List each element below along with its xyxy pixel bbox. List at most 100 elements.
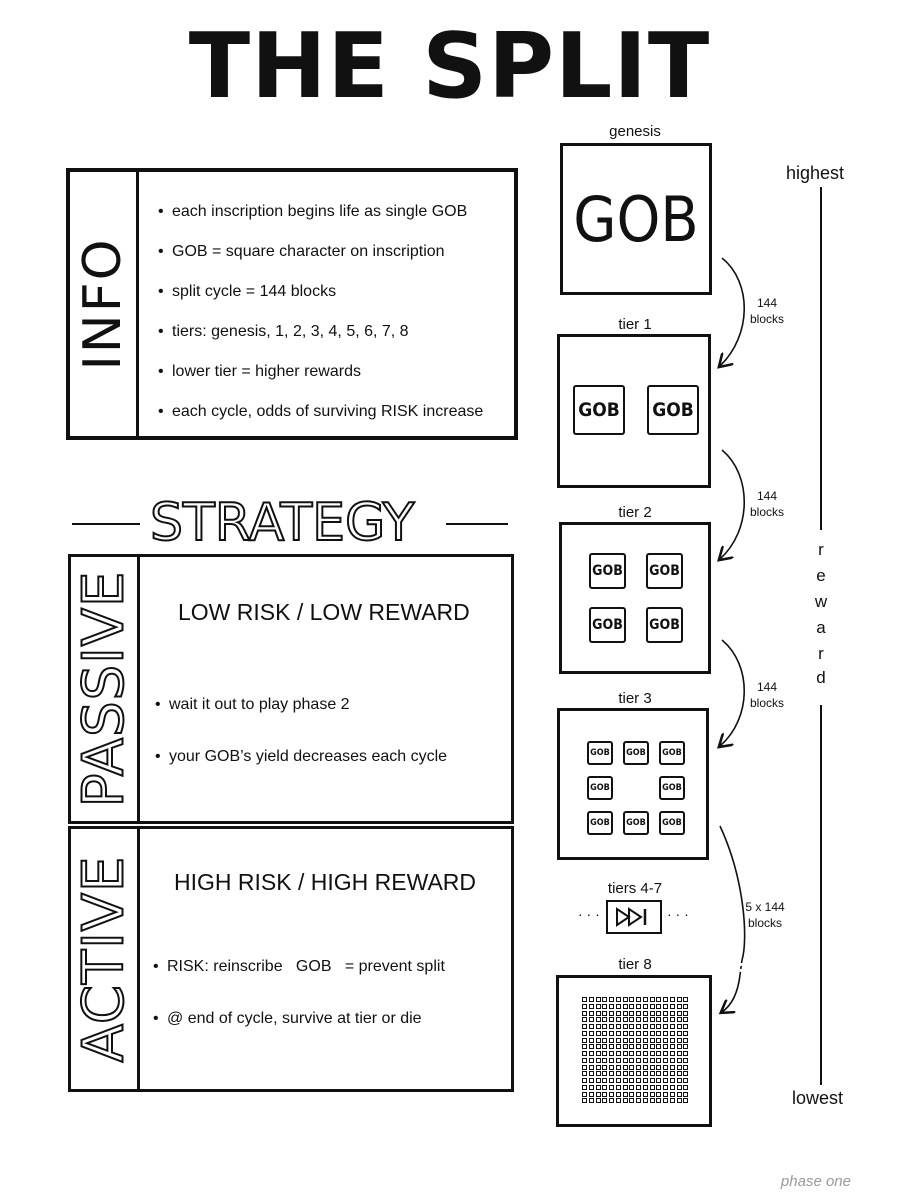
gob-mini-icon xyxy=(622,1071,628,1077)
gob-mini-icon xyxy=(683,1037,689,1043)
gob-mini-icon xyxy=(663,1024,669,1030)
gob-mini-icon xyxy=(663,1078,669,1084)
gob-mini-icon xyxy=(642,1064,648,1070)
gob-mini-icon xyxy=(609,1010,615,1016)
gob-mini-icon xyxy=(602,1037,608,1043)
gob-mini-icon xyxy=(582,1017,588,1023)
gob-mini-icon xyxy=(629,1003,635,1009)
gob-mini-icon xyxy=(622,1051,628,1057)
gob-mini-icon xyxy=(669,1057,675,1063)
gob-mini-icon xyxy=(622,1064,628,1070)
active-side-tab: ACTIVE xyxy=(71,829,140,1089)
reward-letter: w xyxy=(814,592,828,611)
gob-mini-icon xyxy=(669,1010,675,1016)
gob-mini-icon xyxy=(636,1091,642,1097)
gob-mini-icon xyxy=(609,1024,615,1030)
gob-mini-icon xyxy=(636,1003,642,1009)
gob-mini-icon xyxy=(676,1010,682,1016)
gob-mini-icon xyxy=(642,1044,648,1050)
gob-mini-icon xyxy=(582,1091,588,1097)
tier-label-tier1: tier 1 xyxy=(618,316,652,333)
gob-mini-icon xyxy=(676,1003,682,1009)
gob-mini-icon xyxy=(602,1078,608,1084)
gob-mini-icon xyxy=(629,1071,635,1077)
gob-mini-icon xyxy=(663,1003,669,1009)
reward-letter: r xyxy=(818,644,824,663)
gob-mini-icon xyxy=(588,1057,594,1063)
gob-icon: GOB xyxy=(646,553,683,589)
gob-mini-icon xyxy=(656,1064,662,1070)
gob-mini-icon xyxy=(609,1030,615,1036)
gob-icon: GOB xyxy=(587,741,613,765)
gob-icon: GOB xyxy=(573,385,625,435)
gob-mini-icon xyxy=(595,1010,601,1016)
footer-note: phase one xyxy=(780,1173,851,1190)
gob-mini-icon xyxy=(649,1024,655,1030)
gob-mini-icon xyxy=(669,1084,675,1090)
gob-mini-icon xyxy=(622,1003,628,1009)
gob-mini-icon xyxy=(663,1091,669,1097)
info-side-tab: INFO xyxy=(70,172,139,436)
tier-box-tier8 xyxy=(556,975,712,1127)
gob-mini-icon xyxy=(676,1044,682,1050)
gob-mini-icon xyxy=(588,1098,594,1104)
gob-icon: GOB xyxy=(646,607,683,643)
gob-mini-icon xyxy=(669,1051,675,1057)
gob-mini-icon xyxy=(609,1064,615,1070)
gob-mini-icon xyxy=(622,1078,628,1084)
gob-icon: GOB xyxy=(587,776,613,800)
gob-mini-icon xyxy=(669,1098,675,1104)
gob-mini-icon xyxy=(602,1030,608,1036)
gob-mini-icon xyxy=(669,1030,675,1036)
gob-mini-icon xyxy=(656,1084,662,1090)
arrow-tier2-tier3 xyxy=(720,639,746,746)
gob-mini-icon xyxy=(622,1091,628,1097)
gob-mini-icon xyxy=(595,1078,601,1084)
gob-mini-icon xyxy=(649,1030,655,1036)
gob-mini-icon xyxy=(636,1010,642,1016)
gob-mini-icon xyxy=(663,1010,669,1016)
gob-mini-icon xyxy=(602,997,608,1003)
axis-bottom-label: lowest xyxy=(792,1088,844,1108)
gob-mini-icon xyxy=(588,1030,594,1036)
gob-mini-icon xyxy=(676,1064,682,1070)
gob-mini-icon xyxy=(588,1084,594,1090)
gob-mini-icon xyxy=(588,1078,594,1084)
gob-mini-icon xyxy=(595,1064,601,1070)
gob-mini-icon xyxy=(683,1057,689,1063)
gob-mini-icon xyxy=(629,1091,635,1097)
tier-box-tier2: GOB GOB GOB GOB xyxy=(559,522,711,674)
passive-bullet-list: wait it out to play phase 2 your GOB’s y… xyxy=(155,679,447,783)
gob-mini-icon xyxy=(595,1091,601,1097)
gob-grid xyxy=(582,997,690,1105)
reward-letter: a xyxy=(816,618,826,637)
active-bullet-list: RISK: reinscribe GOB = prevent split @ e… xyxy=(153,941,445,1045)
gob-mini-icon xyxy=(582,1044,588,1050)
passive-side-tab: PASSIVE xyxy=(71,557,140,821)
dots-left: · · · xyxy=(578,906,600,922)
gob-mini-icon xyxy=(676,1030,682,1036)
gob-mini-icon xyxy=(676,1084,682,1090)
gob-mini-icon xyxy=(602,1024,608,1030)
gob-mini-icon xyxy=(663,1084,669,1090)
gob-mini-icon xyxy=(588,1071,594,1077)
gob-mini-icon xyxy=(642,997,648,1003)
gob-mini-icon xyxy=(629,1084,635,1090)
gob-mini-icon xyxy=(629,1037,635,1043)
gob-mini-icon xyxy=(649,1017,655,1023)
gob-mini-icon xyxy=(669,1071,675,1077)
gob-mini-icon xyxy=(649,1098,655,1104)
gob-mini-icon xyxy=(649,1003,655,1009)
gob-mini-icon xyxy=(609,1071,615,1077)
gob-mini-icon xyxy=(663,1098,669,1104)
gob-mini-icon xyxy=(683,1084,689,1090)
gob-mini-icon xyxy=(649,1091,655,1097)
gob-mini-icon xyxy=(588,1017,594,1023)
gob-mini-icon xyxy=(602,1010,608,1016)
gob-mini-icon xyxy=(582,1024,588,1030)
gob-mini-icon xyxy=(622,1017,628,1023)
gob-mini-icon xyxy=(636,1078,642,1084)
gob-mini-icon xyxy=(595,1057,601,1063)
dots-right: · · · xyxy=(667,906,689,922)
strategy-rule-left xyxy=(72,523,140,525)
